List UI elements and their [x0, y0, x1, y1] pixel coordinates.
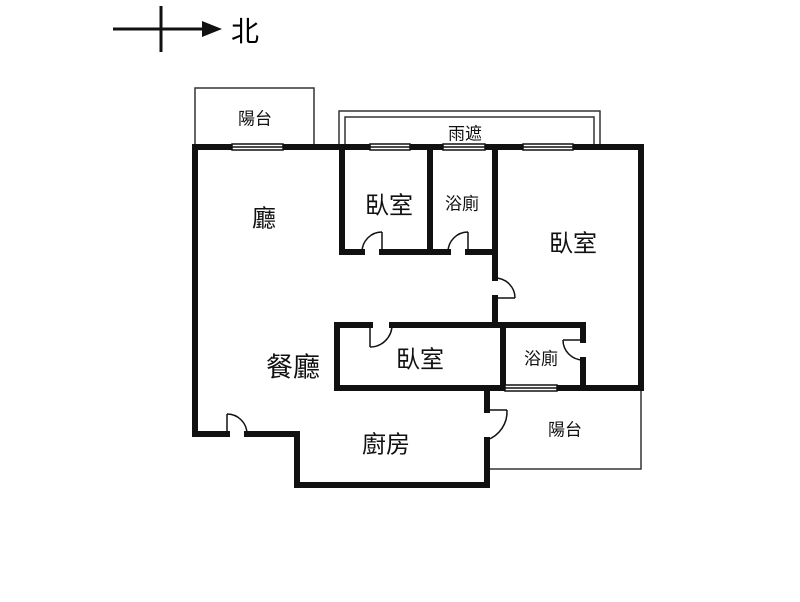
room-dining-room: 餐廳: [266, 352, 320, 384]
room-bedroom-master: 臥室: [549, 229, 597, 258]
room-bedroom-north: 臥室: [365, 191, 413, 220]
room-canopy: 雨遮: [448, 124, 482, 145]
room-bathroom-master: 浴廁: [524, 349, 558, 370]
balcony-bottom-outline: [487, 388, 642, 470]
doors: [226, 231, 584, 441]
room-balcony-bottom: 陽台: [548, 420, 582, 441]
windows: [231, 143, 574, 392]
canopy-outline: [338, 110, 601, 147]
room-bathroom-north: 浴廁: [445, 194, 479, 215]
walls: [192, 144, 644, 488]
north-arrow-icon: [113, 6, 222, 52]
room-balcony-top: 陽台: [238, 109, 272, 130]
room-living-room: 廳: [252, 204, 276, 233]
balcony-top-outline: [194, 87, 315, 147]
room-bedroom-center: 臥室: [396, 345, 444, 374]
north-label: 北: [230, 15, 260, 48]
room-kitchen: 廚房: [362, 430, 410, 459]
